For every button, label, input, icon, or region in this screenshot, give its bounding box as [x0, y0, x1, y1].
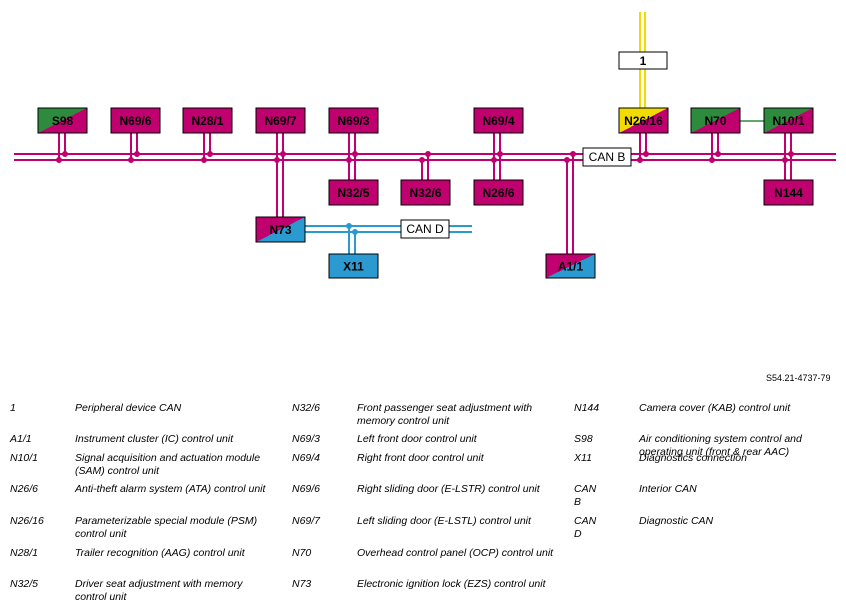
can-d-label: CAN D [400, 219, 450, 239]
legend-description: Air conditioning system control and oper… [639, 433, 802, 458]
can-b-bus [14, 153, 836, 161]
node-label: N69/6 [119, 114, 151, 128]
legend-description: Parameterizable special module (PSM) con… [75, 515, 258, 540]
node-n69-6: N69/6 [110, 107, 161, 134]
node-label: N70 [704, 114, 726, 128]
can-d-bus [305, 223, 472, 254]
legend-description: Anti-theft alarm system (ATA) control un… [75, 483, 266, 495]
node-label: N69/3 [337, 114, 369, 128]
node-n69-7: N69/7 [255, 107, 306, 134]
legend-description: Camera cover (KAB) control unit [639, 402, 791, 414]
network-diagram: CAN B CAN D S98 N69/6 N28/1 N69/7 N69/3 N69/4… [14, 12, 836, 279]
reference-code: S54.21-4737-79 [766, 373, 831, 383]
node-n32-6: N32/6 [400, 179, 451, 206]
node-n32-5: N32/5 [328, 179, 379, 206]
legend-description: Instrument cluster (IC) control unit [75, 433, 234, 445]
legend-code: N144 [574, 402, 600, 414]
legend-code: N69/3 [292, 433, 321, 445]
node-label: S98 [52, 114, 74, 128]
legend-code: X11 [574, 452, 592, 464]
node-x11: X11 [328, 253, 379, 279]
legend-code: N26/16 [10, 515, 44, 527]
legend-description: Electronic ignition lock (EZS) control u… [357, 578, 546, 590]
node-n28-1: N28/1 [182, 107, 233, 134]
node-label: N32/5 [337, 186, 369, 200]
legend-code: N26/6 [10, 483, 39, 495]
node-n144: N144 [763, 179, 814, 206]
legend-code: CAN D [574, 515, 597, 540]
node-label: X11 [343, 260, 364, 274]
node-label: N32/6 [409, 186, 441, 200]
legend-description: Front passenger seat adjustment with mem… [357, 402, 533, 427]
legend-description: Left sliding door (E-LSTL) control unit [357, 515, 531, 527]
node-a1-1: A1/1 [545, 253, 596, 279]
node-label: N73 [269, 223, 291, 237]
node-label: N26/6 [482, 186, 514, 200]
control-units: S98 N69/6 N28/1 N69/7 N69/3 N69/4 N26/16 N70 N10… [37, 51, 814, 279]
node-label: A1/1 [558, 260, 584, 274]
node-s98: S98 [37, 107, 88, 134]
node-n69-4: N69/4 [473, 107, 524, 134]
legend-description: Right sliding door (E-LSTR) control unit [357, 483, 540, 495]
node-1: 1 [618, 51, 668, 70]
legend-description: Right front door control unit [357, 452, 484, 464]
node-label: N144 [774, 186, 803, 200]
node-label: N69/4 [482, 114, 514, 128]
node-n26-16: N26/16 [618, 107, 669, 134]
legend-code: N69/6 [292, 483, 321, 495]
legend-description: Driver seat adjustment with memory contr… [75, 578, 243, 603]
node-label: N10/1 [772, 114, 804, 128]
can-b-drops [56, 133, 794, 254]
svg-text:CAN D: CAN D [406, 222, 444, 236]
legend-description: Diagnostics connection [639, 452, 747, 464]
legend-code: 1 [10, 402, 16, 414]
node-n26-6: N26/6 [473, 179, 524, 206]
node-label: N26/16 [624, 114, 663, 128]
legend-code: S98 [574, 433, 593, 445]
legend-code: N70 [292, 547, 312, 559]
peripheral-can-lines [639, 12, 646, 108]
legend-description: Diagnostic CAN [639, 515, 714, 527]
node-n69-3: N69/3 [328, 107, 379, 134]
legend-description: Trailer recognition (AAG) control unit [75, 547, 245, 559]
legend-code: A1/1 [10, 433, 32, 445]
node-label: N69/7 [264, 114, 296, 128]
legend-description: Overhead control panel (OCP) control uni… [357, 547, 554, 559]
node-n73: N73 [255, 216, 306, 243]
legend-code: N73 [292, 578, 312, 590]
node-label: N28/1 [191, 114, 223, 128]
legend-code: N32/5 [10, 578, 39, 590]
legend-description: Interior CAN [639, 483, 697, 495]
legend-code: N32/6 [292, 402, 321, 414]
legend-description: Left front door control unit [357, 433, 477, 445]
legend-description: Peripheral device CAN [75, 402, 182, 414]
legend-code: N10/1 [10, 452, 39, 464]
node-label: 1 [640, 54, 647, 68]
legend-description: Signal acquisition and actuation module … [75, 452, 261, 477]
legend-code: N69/4 [292, 452, 321, 464]
can-b-label: CAN B [582, 147, 632, 167]
legend-code: N69/7 [292, 515, 321, 527]
legend-code: CAN B [574, 483, 597, 508]
svg-text:CAN B: CAN B [589, 150, 626, 164]
legend-code: N28/1 [10, 547, 39, 559]
node-n10-1: N10/1 [763, 107, 814, 134]
node-n70: N70 [690, 107, 741, 134]
